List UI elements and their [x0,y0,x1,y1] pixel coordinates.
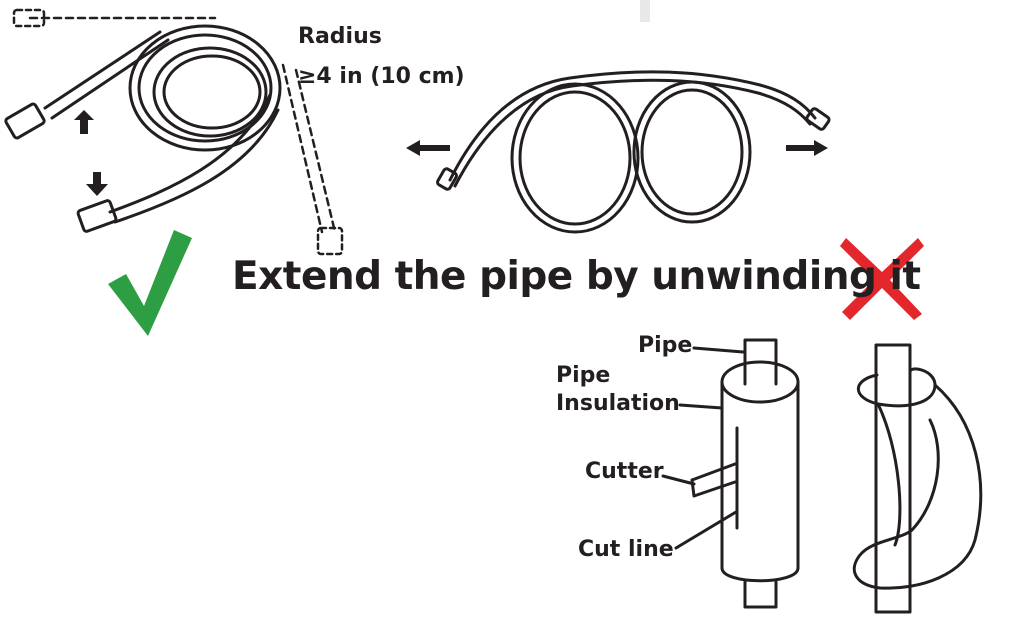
insulation-label-line1: Pipe [556,363,611,388]
cutter-label: Cutter [585,459,664,484]
headline: Extend the pipe by unwinding it [232,254,921,299]
cross-mark-icon [840,238,924,320]
pipe-label: Pipe [638,333,693,358]
radius-value-label: ≥4 in (10 cm) [298,64,465,89]
check-mark-icon [108,230,192,336]
cut-line-label: Cut line [578,537,674,562]
radius-label: Radius [298,24,382,49]
insulation-label-line2: Insulation [556,391,680,416]
top-separator [640,0,650,22]
